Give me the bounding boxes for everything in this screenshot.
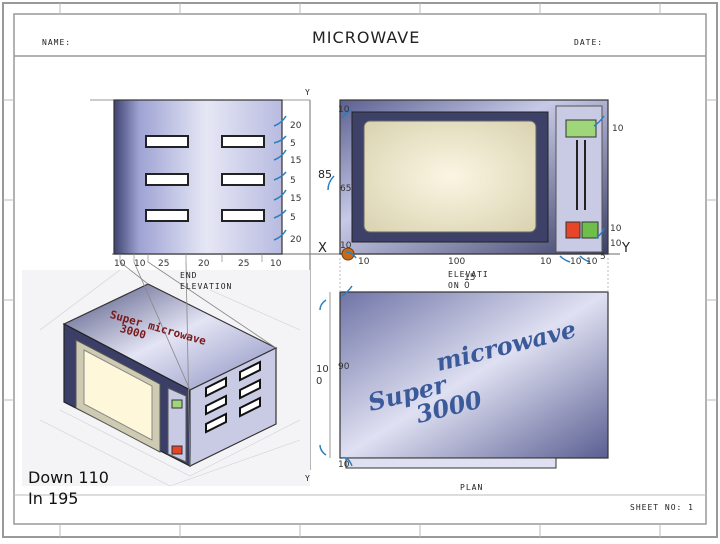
dim-front-right-10: 10 bbox=[610, 239, 622, 249]
axis-x-label: X bbox=[318, 241, 327, 256]
isometric-view bbox=[22, 269, 310, 487]
dim-end-2: 5 bbox=[290, 139, 296, 149]
dim-end-3: 15 bbox=[290, 156, 302, 166]
dim-end-5: 15 bbox=[290, 194, 302, 204]
dim-front-top: 10 bbox=[338, 105, 350, 115]
note-in: In 195 bbox=[28, 489, 79, 508]
dim-front-bottom-10e: 10 bbox=[586, 257, 598, 267]
dim-front-bottom-10: 10 bbox=[340, 241, 352, 251]
dim-end-bottom-5: 25 bbox=[238, 259, 250, 269]
axis-y-right-label: Y bbox=[622, 241, 630, 256]
dim-front-bottom-10d: 10 bbox=[570, 257, 582, 267]
end-elevation-view bbox=[113, 99, 287, 262]
axis-y-top-label: Y bbox=[305, 88, 311, 97]
page-title: MICROWAVE bbox=[312, 28, 421, 47]
dim-front-bottom-100: 100 bbox=[448, 257, 466, 267]
frame-ticks bbox=[3, 3, 717, 537]
dim-end-bottom-2: 10 bbox=[134, 259, 146, 269]
dim-front-bottom-10c: 10 bbox=[540, 257, 552, 267]
dim-end-bottom-1: 10 bbox=[114, 259, 126, 269]
sheet-number: SHEET NO: 1 bbox=[630, 503, 694, 512]
dim-end-4: 5 bbox=[290, 176, 296, 186]
dim-end-bottom-4: 20 bbox=[198, 259, 210, 269]
projection-lines bbox=[119, 261, 277, 467]
dim-end-6: 5 bbox=[290, 213, 296, 223]
elevation-label: ELEVATI ON bbox=[448, 270, 489, 290]
plan-label: PLAN bbox=[460, 483, 484, 492]
end-elevation-label: END ELEVATION bbox=[180, 271, 233, 291]
dim-front-bottom-10b: 10 bbox=[358, 257, 370, 267]
dim-front-65: 65 bbox=[340, 184, 352, 194]
dim-front-right: 10 bbox=[612, 124, 624, 134]
dim-end-bottom-3: 25 bbox=[158, 259, 170, 269]
dim-front-85: 85 bbox=[318, 168, 332, 181]
date-label: DATE: bbox=[574, 38, 604, 47]
dim-plan-90: 90 bbox=[338, 362, 350, 372]
frame-outer bbox=[2, 2, 718, 538]
dim-end-bottom-6: 10 bbox=[270, 259, 282, 269]
frame-inner bbox=[13, 13, 707, 525]
dim-end-7: 20 bbox=[290, 235, 302, 245]
plan-view bbox=[319, 258, 609, 469]
dim-front-right-bottom: 10 bbox=[610, 224, 622, 234]
name-label: NAME: bbox=[42, 38, 72, 47]
dim-end-1: 20 bbox=[290, 121, 302, 131]
note-down: Down 110 bbox=[28, 468, 109, 487]
front-elevation-view bbox=[327, 99, 609, 263]
elevation-num: 15 0 bbox=[464, 273, 476, 291]
datum-point-icon bbox=[341, 247, 355, 261]
axis-y-bottom-label: Y bbox=[305, 474, 311, 483]
dim-plan-bottom: 10 bbox=[338, 460, 350, 470]
dim-front-bottom-5: 5 bbox=[600, 252, 606, 262]
dim-plan-left: 10 0 bbox=[316, 364, 329, 387]
